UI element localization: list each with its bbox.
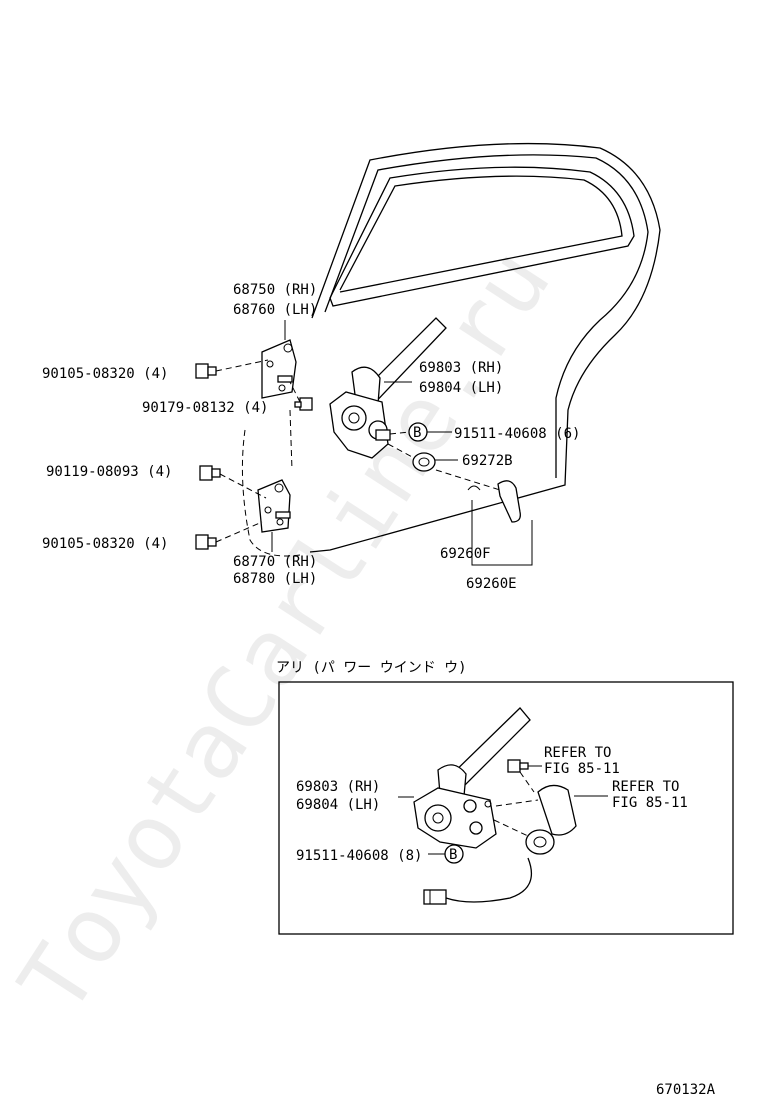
label-lower-hinge-lh: 68780 (LH) (233, 571, 317, 587)
inset-motor (525, 784, 577, 855)
label-handle-clip: 69260F (440, 546, 491, 562)
bracket-handle (471, 500, 533, 566)
label-upper-hinge-rh: 68750 (RH) (233, 282, 317, 298)
window-regulator (329, 317, 447, 459)
inset-dash-motor (495, 799, 539, 807)
inset-label-rivet: 91511-40608 (8) (296, 848, 422, 864)
bolt-stud-icon (294, 397, 313, 411)
inset-refer1-line1: REFER TO (544, 745, 611, 761)
inset-dash-bolt (519, 771, 535, 793)
inset-wire-harness (445, 857, 533, 903)
inset-dash-motor-2 (493, 819, 529, 837)
inset-frame (278, 681, 734, 935)
inset-bolt-icon (507, 759, 529, 773)
inset-refer2-line1: REFER TO (612, 779, 679, 795)
label-bolt-stud: 90179-08132 (4) (142, 400, 268, 416)
inset-refer2-line2: FIG 85-11 (612, 795, 688, 811)
callout-b-main: B (413, 425, 421, 441)
dash-handle (435, 469, 501, 491)
inset-refer1-line2: FIG 85-11 (544, 761, 620, 777)
dash-bolt-lower (215, 521, 263, 543)
inset-label-regulator-lh: 69804 (LH) (296, 797, 380, 813)
callout-b-inset: B (449, 847, 457, 863)
label-handle: 69260E (466, 576, 517, 592)
figure-id: 670132A (656, 1082, 716, 1098)
dash-bolt-mid (219, 473, 267, 499)
dash-bolt-stud (289, 381, 301, 403)
bolt-mid-icon (199, 465, 221, 481)
dash-bolt-upper (215, 359, 269, 372)
bolt-lower-icon (195, 534, 217, 550)
inset-label-regulator-rh: 69803 (RH) (296, 779, 380, 795)
bolt-upper-icon (195, 363, 217, 379)
inset-regulator (413, 707, 531, 849)
label-regulator-lh: 69804 (LH) (419, 380, 503, 396)
handle-clip-icon (467, 485, 481, 491)
label-lower-hinge-rh: 68770 (RH) (233, 554, 317, 570)
handle-icon (497, 480, 521, 523)
upper-hinge (261, 339, 297, 399)
label-bolt-mid: 90119-08093 (4) (46, 464, 172, 480)
dash-washer (387, 443, 415, 459)
inset-title: アリ (パ ワー ウインド ウ) (276, 660, 467, 676)
label-regulator-rh: 69803 (RH) (419, 360, 503, 376)
lower-hinge (257, 479, 291, 533)
label-upper-hinge-lh: 68760 (LH) (233, 302, 317, 318)
label-bolt-lower: 90105-08320 (4) (42, 536, 168, 552)
inset-connector-icon (423, 889, 447, 905)
label-bolt-upper: 90105-08320 (4) (42, 366, 168, 382)
label-washer: 69272B (462, 453, 513, 469)
door-outline (241, 142, 661, 557)
dash-rivet (389, 431, 410, 435)
label-rivet: 91511-40608 (6) (454, 426, 580, 442)
washer-icon (412, 452, 436, 472)
